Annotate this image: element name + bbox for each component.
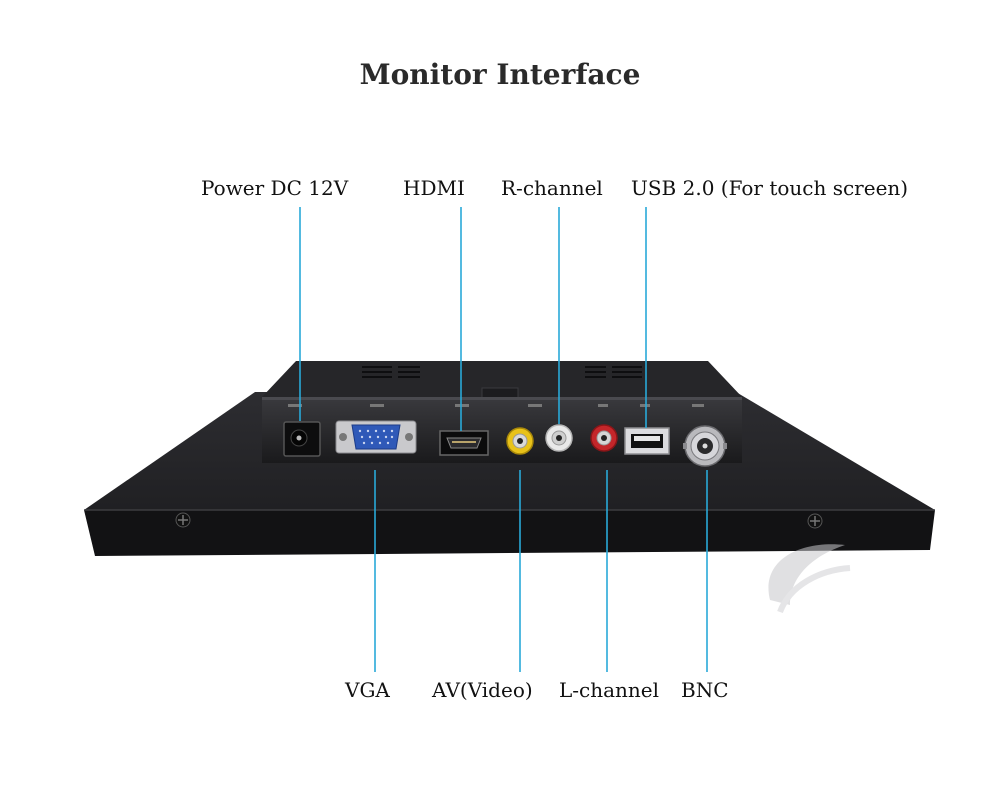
port-panel — [262, 397, 742, 463]
callout-lines — [299, 207, 708, 672]
label-av-video: AV(Video) — [432, 678, 533, 702]
usb-port-icon — [624, 427, 670, 455]
rca-jack-icon — [545, 424, 573, 452]
label-usb: USB 2.0 (For touch screen) — [631, 176, 909, 200]
rca-jack-icon — [506, 427, 534, 455]
chassis-front-edge — [84, 510, 935, 556]
label-l-channel: L-channel — [559, 678, 660, 702]
dc-jack-icon — [283, 421, 321, 457]
screw-icon — [807, 513, 823, 529]
label-r-channel: R-channel — [501, 176, 603, 200]
page-title: Monitor Interface — [359, 58, 641, 91]
label-bnc: BNC — [681, 678, 729, 702]
screw-icon — [175, 512, 191, 528]
label-hdmi: HDMI — [403, 176, 465, 200]
chassis-raised-box — [262, 361, 742, 397]
label-vga: VGA — [345, 678, 390, 702]
rca-jack-icon — [590, 424, 618, 452]
label-power-dc: Power DC 12V — [201, 176, 349, 200]
bnc-connector-icon — [683, 425, 727, 467]
vga-port-icon — [335, 420, 417, 454]
hdmi-port-icon — [439, 430, 489, 456]
watermark-logo-icon — [768, 544, 851, 614]
vent-slots — [362, 366, 642, 378]
